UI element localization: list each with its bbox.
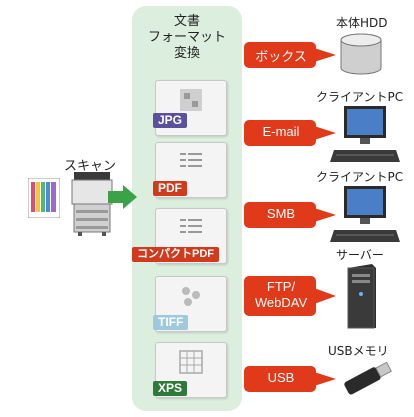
panel-title-line-3: 変換 — [173, 46, 200, 61]
arrow-box — [244, 40, 336, 70]
scan-label: スキャン — [64, 159, 117, 174]
format-tag-jpg: JPG — [153, 113, 188, 128]
device-label-server: サーバー — [336, 248, 384, 262]
arrow-usb — [244, 364, 336, 394]
mfp-scanner-icon — [71, 172, 113, 236]
device-label-pc-1: クライアントPC — [316, 90, 404, 104]
arrow-ftp — [244, 274, 336, 318]
pc-icon — [330, 106, 400, 162]
pc-icon — [330, 186, 400, 242]
device-label-hdd: 本体HDD — [336, 16, 388, 30]
arrow-smb — [244, 200, 336, 230]
format-tag-xps: XPS — [153, 381, 188, 396]
scan-arrow-icon — [108, 185, 137, 209]
method-label-email: E-mail — [262, 124, 300, 139]
method-label-box: ボックス — [255, 49, 307, 64]
server-icon — [347, 264, 376, 329]
method-label-ftp-1: FTP/ — [266, 279, 296, 294]
method-label-usb: USB — [267, 370, 295, 385]
scanned-document-icon — [28, 178, 60, 218]
panel-title-line-1: 文書 — [173, 14, 200, 29]
usb-icon — [344, 362, 392, 395]
hdd-icon — [340, 33, 382, 75]
format-tag-pdf: PDF — [153, 181, 187, 196]
panel-title-line-2: フォーマット — [147, 30, 226, 45]
device-label-pc-2: クライアントPC — [316, 170, 404, 184]
arrow-email — [244, 118, 336, 148]
device-label-usb: USBメモリ — [328, 344, 389, 358]
method-label-smb: SMB — [266, 206, 296, 221]
method-label-ftp-2: WebDAV — [254, 295, 308, 310]
format-tag-tiff: TIFF — [153, 315, 189, 330]
xps-document-icon — [155, 342, 227, 398]
format-tag-compact-pdf: コンパクトPDF — [132, 247, 219, 262]
